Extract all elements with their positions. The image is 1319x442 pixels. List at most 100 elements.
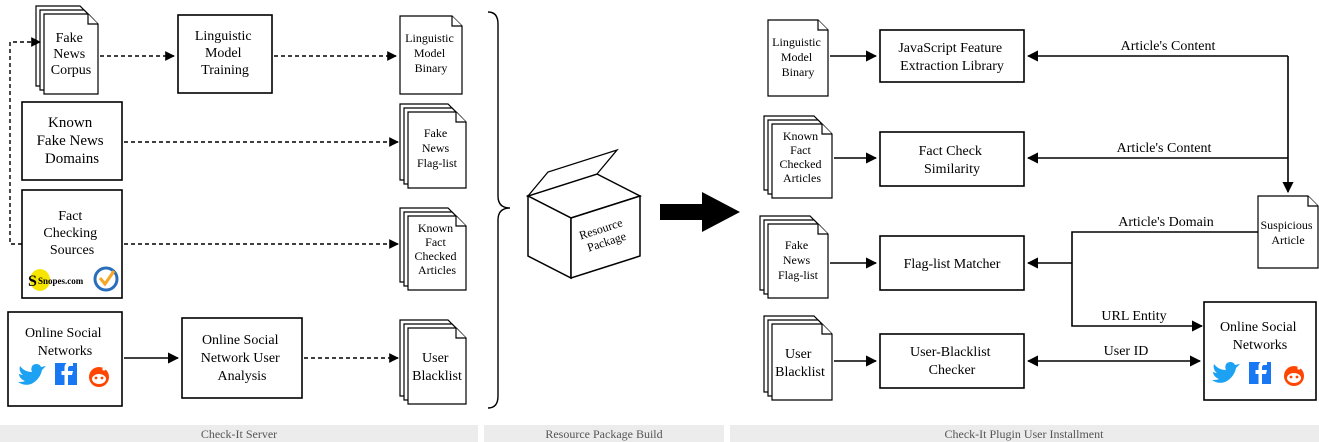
suspicious-article-line-2: Article [1271, 233, 1304, 247]
section-label-plugin: Check-It Plugin User Installment [945, 427, 1105, 441]
fact-check-similarity-box: Fact Check Similarity [879, 131, 1025, 187]
edge-label-content-2: Article's Content [1117, 141, 1212, 156]
resource-package-box-icon: Resource Package [526, 148, 642, 280]
fake-news-corpus-line-3: Corpus [51, 63, 91, 78]
plugin-known-fact-checked-articles-doc: Known Fact Checked Articles [763, 115, 833, 199]
fcs-line-2: Checking [43, 226, 97, 241]
server-fnfl-line-3: Flag-list [417, 156, 458, 170]
plugin-ub-line-1: User [785, 347, 812, 362]
suspicious-article-doc: Suspicious Article [1257, 195, 1319, 269]
snopes-logo: S Snopes.com [28, 269, 84, 291]
fcs-line-1: Fact [58, 209, 82, 224]
suspicious-article-line-1: Suspicious [1260, 218, 1312, 232]
server-kfca-line-1: Known [418, 221, 453, 235]
known-fake-news-domains-box: Known Fake News Domains [21, 101, 123, 181]
facebook-icon [1249, 361, 1271, 384]
svg-text:Fact Checking Sour: Fact Checking Sources [43, 209, 100, 258]
plugin-ub-line-2: Blacklist [775, 365, 825, 380]
twitter-icon [18, 363, 46, 385]
server-kfca-line-4: Articles [418, 263, 456, 277]
svg-text:Online Social Network Us: Online Social Network User Analysis [201, 333, 283, 384]
svg-text:Online Social Networks: Online Social Networks [1220, 320, 1300, 353]
svg-text:Known Fact Checked: Known Fact Checked Articles [415, 221, 460, 277]
section-label-server: Check-It Server [201, 427, 277, 441]
server-fnfl-line-1: Fake [424, 126, 447, 140]
plugin-osn-line-2: Networks [1233, 338, 1287, 353]
user-blacklist-checker-box: User-Blacklist Checker [879, 333, 1025, 389]
fake-news-corpus-doc: Fake News Corpus [35, 5, 99, 95]
section-label-build: Resource Package Build [545, 427, 662, 441]
jsfe-line-1: JavaScript Feature [898, 41, 1002, 56]
fake-news-corpus-line-1: Fake [56, 31, 83, 46]
server-known-fact-checked-articles-doc: Known Fact Checked Articles [399, 207, 467, 291]
lmt-line-3: Training [201, 63, 249, 78]
svg-text:Fake News Flag-lis: Fake News Flag-list [778, 238, 819, 282]
svg-text:Known Fake News Do: Known Fake News Domains [37, 115, 108, 167]
server-lmb-line-1: Linguistic [405, 31, 454, 45]
osnua-line-3: Analysis [218, 369, 267, 384]
plugin-kfca-line-3: Checked [780, 157, 822, 171]
grouping-brace [487, 11, 511, 409]
kfnd-line-2: Fake News [37, 133, 104, 149]
big-arrow [660, 192, 740, 232]
svg-text:User-Blacklist Checker: User-Blacklist Checker [910, 345, 994, 378]
fact-checking-sources-box: Fact Checking Sources S Snopes.com [21, 189, 123, 299]
osn-user-analysis-box: Online Social Network User Analysis [181, 317, 303, 399]
svg-text:Fact Check Similarity: Fact Check Similarity [919, 144, 986, 177]
server-kfca-line-3: Checked [415, 249, 457, 263]
fcsim-line-1: Fact Check [919, 144, 982, 159]
reddit-icon [89, 367, 109, 387]
edge-label-user-id: User ID [1104, 344, 1149, 359]
plugin-fnfl-line-3: Flag-list [778, 268, 819, 282]
plugin-lmb-line-2: Model [781, 50, 813, 64]
lmt-line-1: Linguistic [195, 29, 252, 44]
ubc-line-2: Checker [929, 363, 976, 378]
svg-text:JavaScript Feature Extra: JavaScript Feature Extraction Library [898, 41, 1005, 74]
lmt-line-2: Model [205, 46, 242, 61]
arrow-url-entity-to-osn [1071, 231, 1258, 332]
server-kfca-line-2: Fact [425, 235, 446, 249]
server-fnfl-line-2: News [422, 141, 450, 155]
server-osn-line-1: Online Social [25, 326, 102, 341]
plugin-lmb-line-3: Binary [782, 65, 815, 79]
svg-text:Linguistic Model B: Linguistic Model Binary [405, 31, 457, 75]
svg-text:Suspicious Article: Suspicious Article [1260, 218, 1315, 247]
svg-text:Fake News Flag-lis: Fake News Flag-list [417, 126, 458, 170]
plugin-fnfl-line-1: Fake [785, 238, 808, 252]
svg-text:S: S [28, 273, 37, 290]
js-feature-extraction-box: JavaScript Feature Extraction Library [879, 29, 1025, 83]
server-lmb-line-2: Model [414, 46, 446, 60]
kfnd-line-1: Known [48, 115, 93, 131]
plugin-kfca-line-1: Known [783, 129, 818, 143]
plugin-linguistic-model-binary-doc: Linguistic Model Binary [767, 19, 829, 97]
server-fake-news-flaglist-doc: Fake News Flag-list [399, 103, 467, 189]
twitter-icon [1212, 361, 1240, 383]
edge-label-domain: Article's Domain [1118, 215, 1213, 230]
svg-text:User Blacklist: User Blacklist [412, 351, 462, 384]
section-bar-server [0, 425, 478, 442]
server-linguistic-model-binary-doc: Linguistic Model Binary [399, 15, 463, 95]
linguistic-model-training-box: Linguistic Model Training [177, 14, 273, 94]
svg-text:Flag-list Matcher: Flag-list Matcher [904, 257, 1001, 272]
server-user-blacklist-doc: User Blacklist [399, 319, 467, 405]
svg-text:Known Fact Checked: Known Fact Checked Articles [780, 129, 825, 185]
kfnd-line-3: Domains [45, 151, 99, 167]
plugin-kfca-line-4: Articles [783, 171, 821, 185]
server-online-social-networks-box: Online Social Networks [7, 311, 123, 407]
flaglist-matcher-box: Flag-list Matcher [879, 235, 1025, 291]
plugin-osn-line-1: Online Social [1220, 320, 1297, 335]
svg-text:Linguistic Model T: Linguistic Model Training [195, 29, 255, 78]
server-lmb-line-3: Binary [415, 61, 448, 75]
jsfe-line-2: Extraction Library [900, 59, 1004, 74]
fcsim-line-2: Similarity [924, 162, 980, 177]
server-ub-line-1: User [422, 351, 449, 366]
edge-label-url-entity: URL Entity [1101, 309, 1166, 324]
svg-text:Online Social Networks: Online Social Networks [25, 326, 105, 359]
server-osn-line-2: Networks [38, 344, 92, 359]
fcs-line-3: Sources [50, 243, 94, 258]
svg-text:Linguistic Model B: Linguistic Model Binary [772, 35, 824, 79]
edge-label-content-1: Article's Content [1121, 39, 1216, 54]
svg-text:User Blacklist: User Blacklist [775, 347, 825, 380]
reddit-icon [1284, 366, 1304, 386]
plugin-fake-news-flaglist-doc: Fake News Flag-list [759, 215, 829, 299]
